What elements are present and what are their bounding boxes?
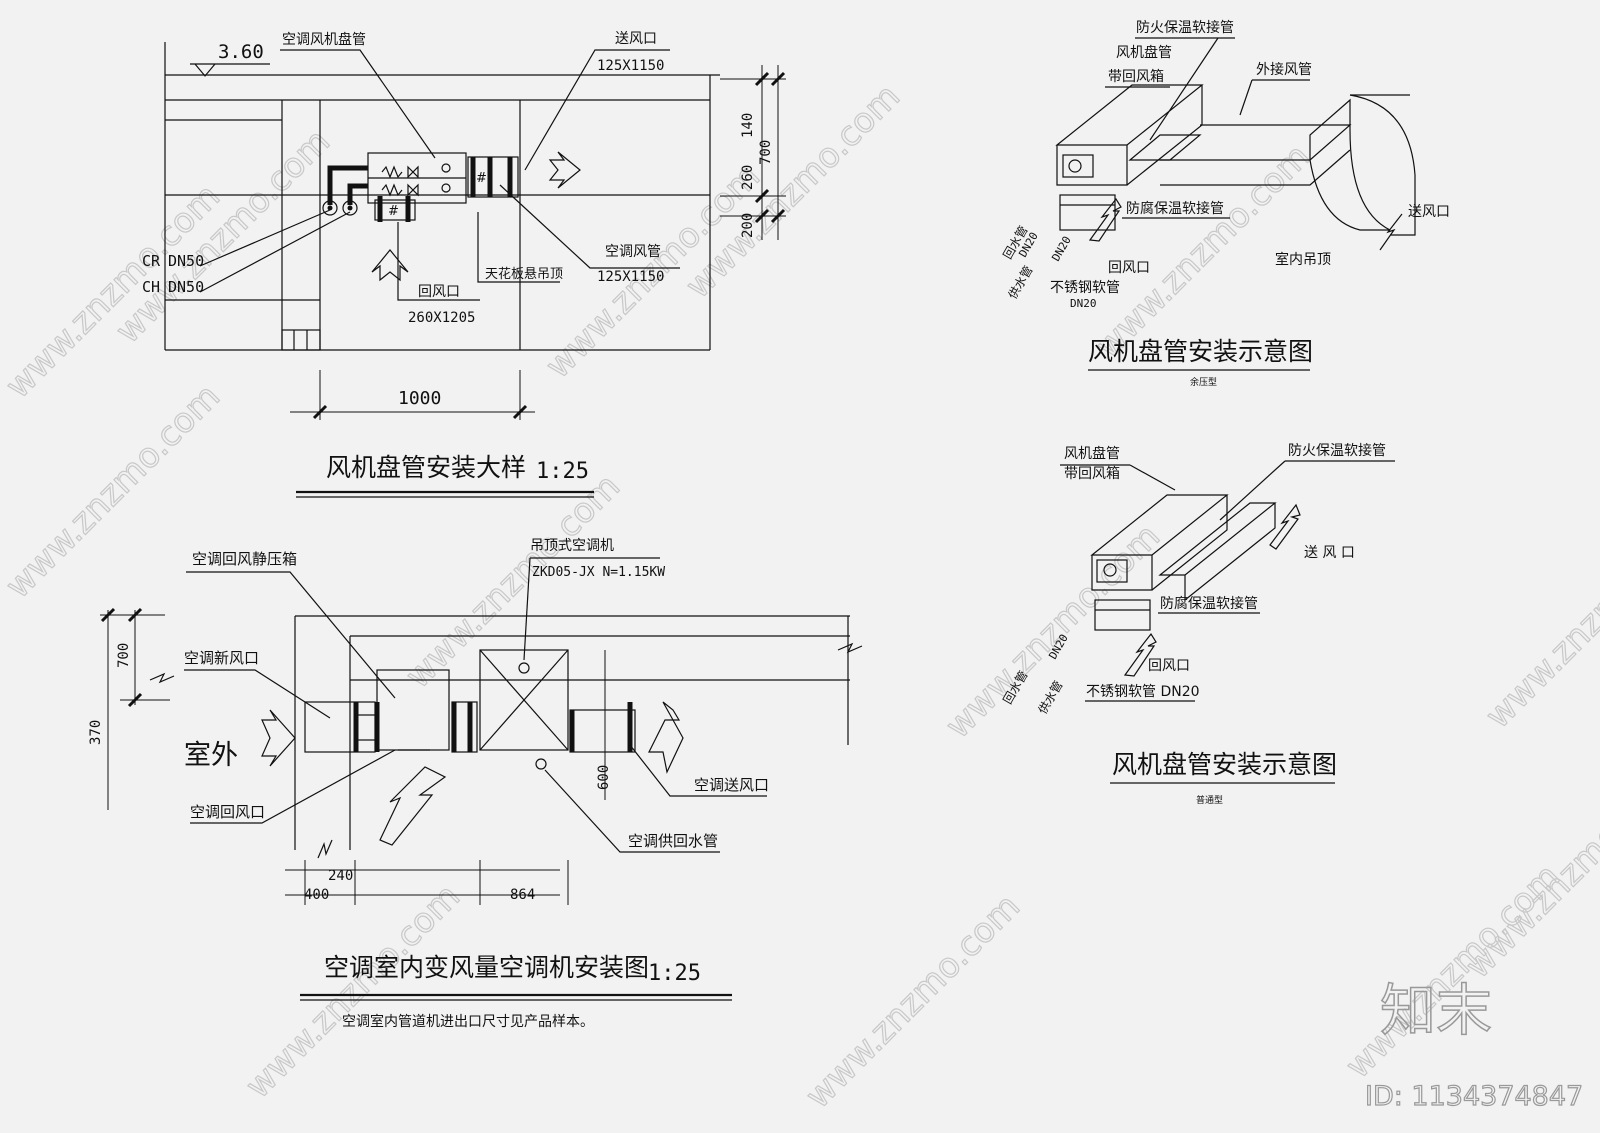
supply-arrow-icon (1379, 213, 1403, 251)
return-air-arrow-icon (379, 766, 447, 846)
fresh-air-label: 空调新风口 (184, 649, 259, 667)
st-steel-hose: 不锈钢软管 (1050, 280, 1120, 296)
supply-outlet-label: 送风口 (615, 31, 657, 47)
st-return-outlet: 回风口 (1108, 260, 1150, 276)
st-fcu2: 带回风箱 (1108, 69, 1164, 85)
ahu-detail-scale: 1:25 (648, 961, 701, 986)
sb-supply-outlet: 送 风 口 (1304, 545, 1355, 561)
sb-return-outlet: 回风口 (1148, 658, 1190, 674)
dim-600: 600 (596, 765, 612, 790)
dim-700b: 700 (116, 643, 132, 668)
sb-fire-hose: 防火保温软接管 (1288, 442, 1386, 459)
dim-370: 370 (88, 720, 104, 745)
cr-label: CR (142, 252, 161, 270)
outdoor-label: 室外 (184, 740, 238, 771)
sb-anti-hose: 防腐保温软接管 (1160, 595, 1258, 612)
svg-text:#: # (476, 171, 487, 186)
dim-200: 200 (740, 213, 756, 238)
fcu-detail: 3.60 # # 空调风机盘管 送风口 (142, 31, 786, 498)
sb-fcu2: 带回风箱 (1064, 466, 1120, 482)
ahu-return-label: 空调回风口 (190, 803, 265, 821)
st-ext-duct: 外接风管 (1256, 61, 1312, 78)
return-arrow-icon (371, 249, 409, 282)
dim-400: 400 (304, 887, 329, 903)
supply-arrow-icon (548, 151, 581, 189)
st-ceiling: 室内吊顶 (1275, 251, 1331, 268)
schematic-bottom-title: 风机盘管安装示意图 (1112, 750, 1337, 779)
fresh-air-arrow-icon (261, 709, 296, 767)
svg-text:#: # (388, 204, 399, 219)
watermark-text: www.znzmo.com (1478, 506, 1600, 736)
dim-260: 260 (740, 165, 756, 190)
supply-outlet-size: 125X1150 (597, 58, 664, 74)
schematic-bottom-subtitle: 普通型 (1196, 794, 1223, 806)
watermark-text: www.znzmo.com (798, 886, 1028, 1116)
watermark-layer: www.znzmo.com www.znzmo.com www.znzmo.co… (0, 76, 1600, 1117)
st-fcu: 风机盘管 (1116, 44, 1172, 61)
plenum-label: 空调回风静压箱 (192, 550, 297, 568)
water-pipe-label: 空调供回水管 (628, 832, 718, 850)
dim-140: 140 (740, 113, 756, 138)
watermark-text: www.znzmo.com (398, 466, 628, 696)
sb-fcu: 风机盘管 (1064, 445, 1120, 462)
st-supply-pipe-size: DN20 (1049, 234, 1074, 263)
st-fire-hose: 防火保温软接管 (1136, 19, 1234, 36)
st-supply-pipe: 供水管 (1005, 263, 1036, 302)
st-steel-hose-size: DN20 (1070, 297, 1097, 310)
return-outlet-size: 260X1205 (408, 310, 475, 326)
elevation-label: 3.60 (218, 41, 264, 63)
schematic-top-subtitle: 余压型 (1190, 376, 1217, 388)
ahu-note: 空调室内管道机进出口尺寸见产品样本。 (342, 1013, 594, 1030)
ahu-model-title: 吊顶式空调机 (530, 538, 614, 554)
dim-700: 700 (758, 140, 774, 165)
return-outlet-label: 回风口 (418, 284, 460, 300)
schematic-top-title: 风机盘管安装示意图 (1088, 337, 1313, 366)
watermark-text: www.znzmo.com (238, 876, 468, 1106)
st-anti-hose: 防腐保温软接管 (1126, 200, 1224, 217)
supply-air-arrow-icon (648, 701, 684, 774)
return-arrow-icon (1123, 632, 1157, 677)
ahu-detail: 700 370 600 240 400 864 吊顶式空调机 ZKD05-JX … (88, 538, 863, 1030)
ahu-model: ZKD05-JX N=1.15KW (532, 565, 665, 580)
dim-864: 864 (510, 887, 535, 903)
fcu-detail-title: 风机盘管安装大样 (326, 453, 526, 482)
watermark-text: www.znzmo.com (938, 516, 1168, 746)
ch-size: DN50 (168, 278, 204, 296)
cr-size: DN50 (168, 252, 204, 270)
dim-240: 240 (328, 868, 353, 884)
duct-label: 空调风管 (605, 244, 661, 260)
duct-size: 125X1150 (597, 269, 664, 285)
ceiling-label: 天花板悬吊顶 (485, 266, 563, 282)
sb-supply-pipe: 供水管 (1035, 678, 1066, 717)
sb-steel-hose: 不锈钢软管 DN20 (1086, 684, 1200, 700)
brand-logo: 知末 (1380, 979, 1492, 1044)
return-arrow-icon (1088, 197, 1122, 242)
fcu-detail-scale: 1:25 (536, 459, 589, 484)
supply-arrow-icon (1269, 503, 1301, 550)
ahu-supply-label: 空调送风口 (694, 776, 769, 794)
st-supply-outlet: 送风口 (1408, 204, 1450, 220)
schematic-bottom: 风机盘管 带回风箱 防火保温软接管 送 风 口 防腐保温软接管 回水管 DN20… (1000, 442, 1395, 806)
image-id: ID: 1134374847 (1365, 1081, 1583, 1112)
dim-1000: 1000 (398, 388, 441, 409)
fcu-label: 空调风机盘管 (282, 31, 366, 48)
ch-label: CH (142, 278, 160, 296)
ahu-detail-title: 空调室内变风量空调机安装图 (324, 953, 649, 982)
